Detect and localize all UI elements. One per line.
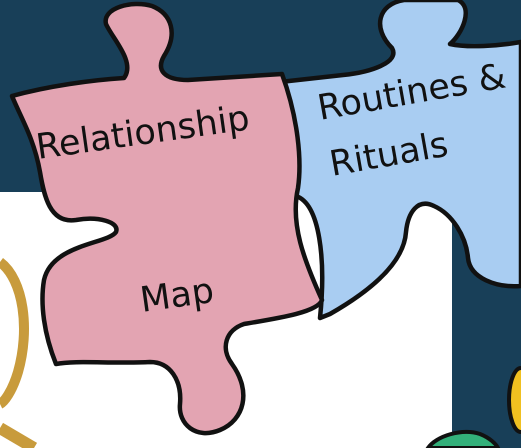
relationship-map-puzzle-piece: [9, 1, 325, 436]
magnifier-handle-partial: [0, 258, 29, 409]
gold-rod-partial: [0, 422, 38, 448]
yellow-shape-partial: [507, 366, 521, 434]
green-shape-partial: [425, 429, 501, 448]
